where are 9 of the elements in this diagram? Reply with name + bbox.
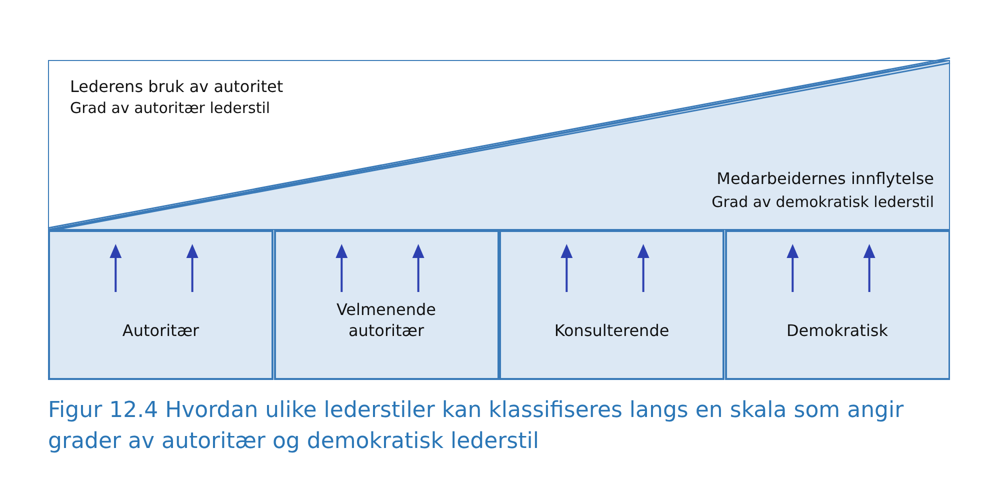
panel-subtitle: Grad av autoritær lederstil xyxy=(70,98,270,118)
box-label: Konsulterende xyxy=(553,320,670,342)
panel-heading: Medarbeidernes innflytelse xyxy=(716,168,934,190)
figure-caption: Figur 12.4 Hvordan ulike lederstiler kan klassifiseres langs en skala som angir grader av autoritær og demokratisk lederstil xyxy=(48,397,905,456)
panel-heading: Lederens bruk av autoritet xyxy=(70,76,284,98)
box-label: Demokratisk xyxy=(785,320,889,342)
box-label: Autoritær xyxy=(121,320,200,342)
box-label: Velmenende autoritær xyxy=(335,298,438,342)
panel-subtitle: Grad av demokratisk lederstil xyxy=(712,192,934,212)
